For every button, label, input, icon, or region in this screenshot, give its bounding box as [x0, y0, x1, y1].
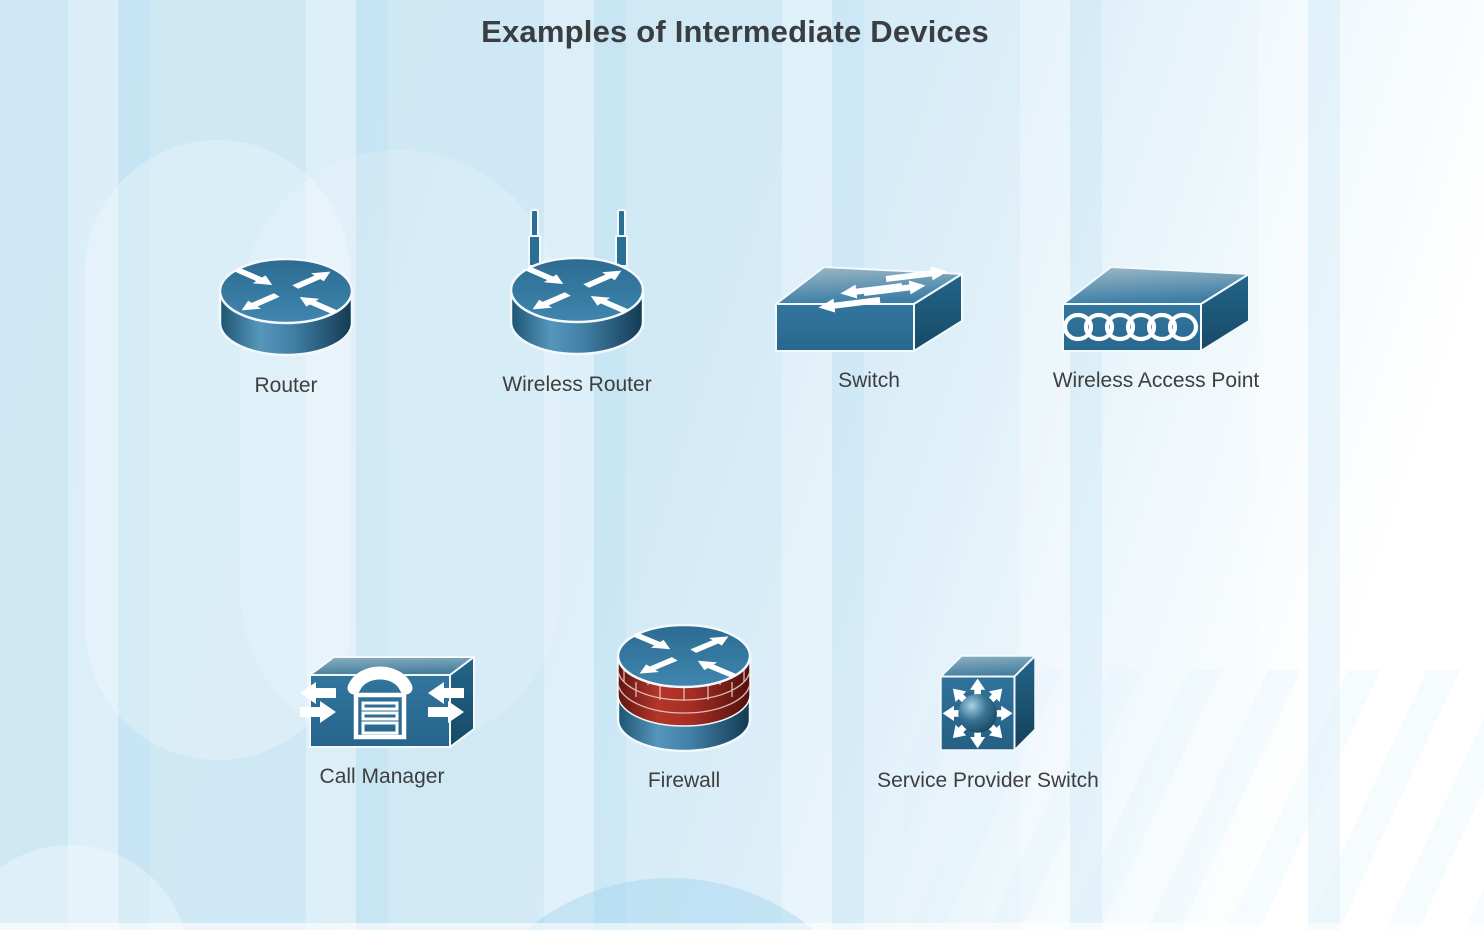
wireless-router-icon	[505, 206, 649, 358]
device-wireless-router: Wireless Router	[452, 206, 702, 399]
device-call-manager: Call Manager	[257, 655, 507, 791]
router-icon	[216, 255, 356, 359]
call-manager-icon	[289, 655, 477, 750]
background-capsule	[85, 140, 350, 760]
device-label: Call Manager	[319, 765, 445, 788]
device-label: Router	[254, 374, 318, 397]
switch-icon	[773, 261, 966, 354]
device-label: Wireless Router	[502, 373, 652, 396]
device-label: Wireless Access Point	[1052, 369, 1260, 392]
device-switch: Switch	[744, 261, 994, 395]
firewall-icon	[614, 622, 754, 754]
wireless-access-point-icon	[1060, 261, 1253, 354]
device-router: Router	[161, 255, 411, 400]
background-bottom-bar	[0, 923, 1484, 930]
background-capsule	[240, 150, 560, 750]
device-firewall: Firewall	[559, 622, 809, 795]
device-service-provider-switch: Service Provider Switch	[863, 652, 1113, 795]
device-wireless-access-point: Wireless Access Point	[1031, 261, 1281, 395]
device-label: Firewall	[647, 769, 721, 792]
service-provider-switch-icon	[937, 652, 1039, 754]
device-label: Switch	[838, 369, 900, 392]
page-title: Examples of Intermediate Devices	[481, 14, 989, 49]
device-label: Service Provider Switch	[877, 769, 1099, 792]
